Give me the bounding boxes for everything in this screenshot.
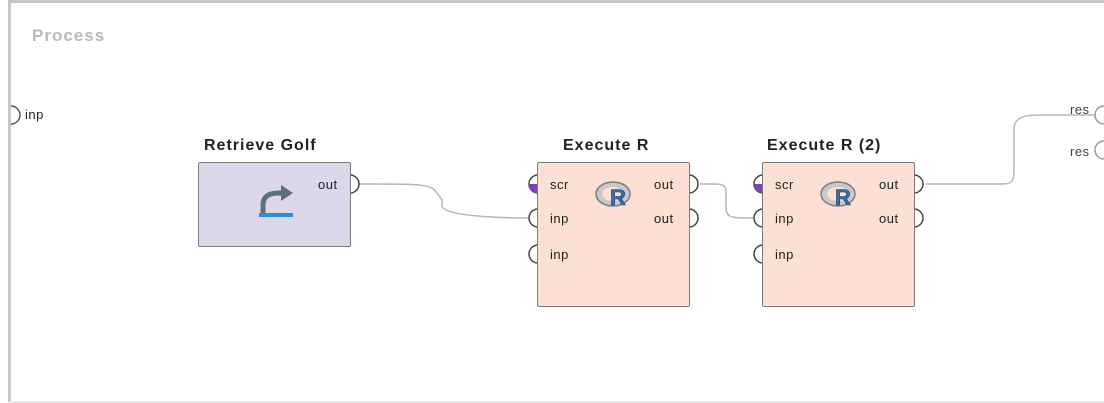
execute-r2-inp-label-2: inp: [775, 247, 794, 262]
retrieve-arrow-icon: [259, 185, 293, 217]
execute-r-operator[interactable]: R scr inp inp out out: [537, 162, 690, 307]
execute-r-inp-label-2: inp: [550, 247, 569, 262]
retrieve-golf-operator[interactable]: out: [198, 162, 351, 247]
execute-r2-out-port-2: [913, 208, 924, 228]
svg-text:R: R: [835, 185, 851, 210]
retrieve-golf-title[interactable]: Retrieve Golf: [204, 137, 317, 154]
execute-r2-scr-label: scr: [775, 177, 794, 192]
wire-execute-r-to-execute-r2: [700, 183, 755, 219]
process-input-port: [10, 105, 21, 125]
execute-r-out-port-1: [688, 174, 699, 194]
r-logo-icon: R: [595, 181, 631, 210]
result-port-label-1: res: [1070, 102, 1090, 117]
result-port-2: [1094, 140, 1104, 160]
svg-text:R: R: [610, 185, 626, 210]
process-title: Process: [32, 26, 106, 45]
execute-r2-out-label-2: out: [879, 211, 899, 226]
retrieve-golf-out-label: out: [318, 177, 338, 192]
execute-r-scr-label: scr: [550, 177, 569, 192]
execute-r-title[interactable]: Execute R: [563, 137, 650, 154]
execute-r2-inp-label-1: inp: [775, 211, 794, 226]
execute-r-out-label-1: out: [654, 177, 674, 192]
result-port-1: [1094, 105, 1104, 125]
r-logo-icon: R: [820, 181, 856, 210]
execute-r2-operator[interactable]: R scr inp inp out out: [762, 162, 915, 307]
execute-r2-out-label-1: out: [879, 177, 899, 192]
process-frame-bottom: [8, 401, 1104, 403]
execute-r2-title[interactable]: Execute R (2): [767, 137, 882, 154]
execute-r-out-port-2: [688, 208, 699, 228]
process-input-port-label: inp: [25, 107, 44, 122]
process-frame-left: [8, 0, 11, 403]
execute-r-inp-label-1: inp: [550, 211, 569, 226]
result-port-label-2: res: [1070, 144, 1090, 159]
execute-r2-out-port-1: [913, 174, 924, 194]
wire-retrieve-to-execute-r: [354, 183, 531, 219]
process-frame-top: [8, 0, 1104, 3]
execute-r-out-label-2: out: [654, 211, 674, 226]
retrieve-golf-out-port: [349, 174, 360, 194]
